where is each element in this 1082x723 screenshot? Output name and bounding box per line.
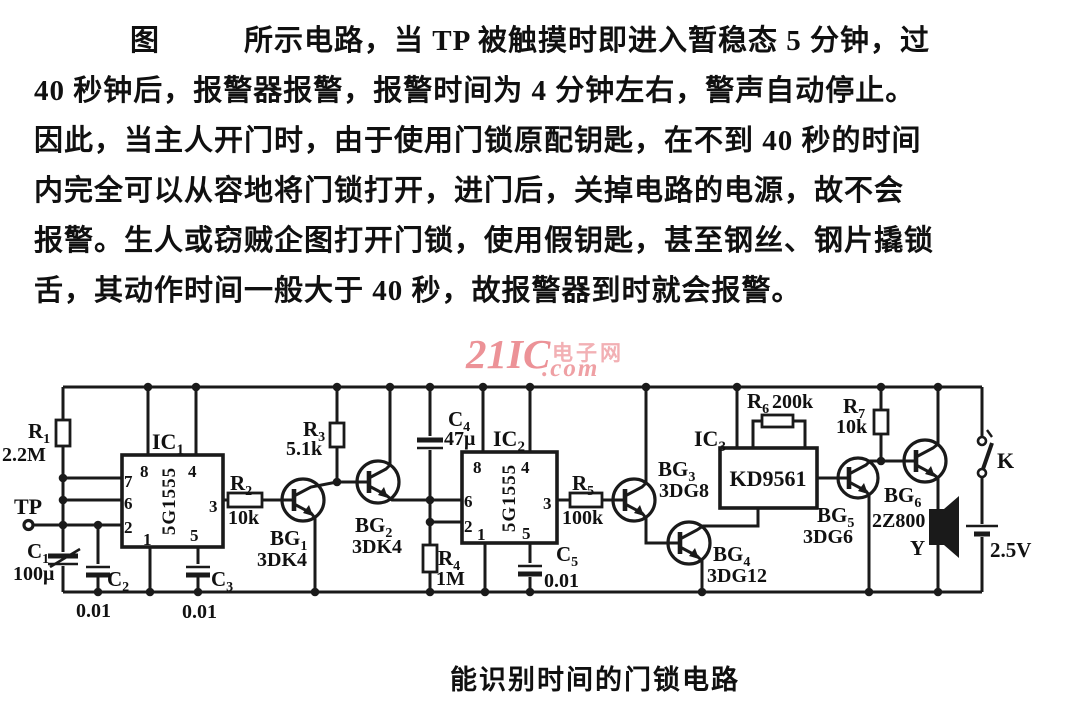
r3-value: 5.1k xyxy=(286,438,323,460)
bg1-type: 3DK4 xyxy=(257,549,307,571)
resistor-r4 xyxy=(421,543,439,574)
text-line-1: 图 所示电路，当 TP 被触摸时即进入暂稳态 5 分钟，过 xyxy=(34,16,1054,66)
text-line-1-rest: 所示电路，当 TP 被触摸时即进入暂稳态 5 分钟，过 xyxy=(244,25,930,57)
r1-label: R1 xyxy=(28,419,50,447)
battery-value: 2.5V xyxy=(990,538,1031,562)
bg4-label: BG4 xyxy=(713,542,750,570)
c4-label: C4 xyxy=(448,407,470,435)
c1-value: 100μ xyxy=(13,563,55,585)
bg5-type: 3DG6 xyxy=(803,526,853,548)
c3-label: C3 xyxy=(211,567,233,595)
r2-value: 10k xyxy=(228,507,260,529)
description-text: 图 所示电路，当 TP 被触摸时即进入暂稳态 5 分钟，过 40 秒钟后，报警器报… xyxy=(34,16,1054,316)
tp-label: TP xyxy=(14,494,42,519)
ic1-pin5: 5 xyxy=(190,526,199,545)
watermark-brand: 21IC xyxy=(466,331,551,377)
text-line-5: 报警。生人或窃贼企图打开门锁，使用假钥匙，甚至钢丝、钢片撬锁 xyxy=(34,225,935,257)
text-line-4: 内完全可以从容地将门锁打开，进门后，关掉电路的电源，故不会 xyxy=(34,175,905,207)
watermark-com: .com xyxy=(542,355,600,382)
r3-label: R3 xyxy=(303,417,325,445)
c2-value: 0.01 xyxy=(76,600,111,622)
ic1-pin4: 4 xyxy=(188,462,197,481)
switch-k xyxy=(976,387,994,524)
resistor-r1 xyxy=(54,418,72,448)
switch-label: K xyxy=(997,448,1014,473)
bg6-type: 2Z800 xyxy=(872,510,925,532)
resistor-r7 xyxy=(872,387,903,463)
figure-word: 图 xyxy=(130,25,161,57)
bg1-label: BG1 xyxy=(270,526,307,554)
ic2-pin6: 6 xyxy=(464,492,473,511)
r4-value: 1M xyxy=(436,568,465,590)
r5-label: R5 xyxy=(572,471,594,499)
resistor-r2 xyxy=(226,491,264,509)
bg5-label: BG5 xyxy=(817,503,854,531)
bg2-type: 3DK4 xyxy=(352,536,402,558)
bg2-label: BG2 xyxy=(355,513,392,541)
c4-value: 47μ xyxy=(444,428,476,450)
text-line-2: 40 秒钟后，报警器报警，报警时间为 4 分钟左右，警声自动停止。 xyxy=(34,75,916,107)
ic1-pin2: 2 xyxy=(124,518,133,537)
resistor-r5 xyxy=(568,491,604,509)
ic1-pin6: 6 xyxy=(124,494,133,513)
c2-label: C2 xyxy=(107,567,129,595)
ic1-label: IC1 xyxy=(152,429,184,458)
ic2-pin8: 8 xyxy=(473,458,482,477)
r2-label: R2 xyxy=(230,471,252,499)
speaker-icon xyxy=(929,496,959,558)
c5-value: 0.01 xyxy=(544,570,579,592)
r6-value: 200k xyxy=(772,391,814,413)
r6-label: R6 xyxy=(747,389,769,417)
ic2-pin3: 3 xyxy=(543,494,552,513)
r1-value: 2.2M xyxy=(2,444,46,466)
ic2-label: IC2 xyxy=(493,426,525,455)
bg3-label: BG3 xyxy=(658,457,695,485)
ic1-pin3: 3 xyxy=(209,497,218,516)
ic2-pin1: 1 xyxy=(477,525,486,544)
ic3-block xyxy=(718,387,838,510)
transistor-bg1 xyxy=(280,477,338,592)
transistor-bg5 xyxy=(836,456,881,592)
junction-dots xyxy=(58,382,943,597)
ic3-label: IC3 xyxy=(694,426,726,455)
ic2-pin4: 4 xyxy=(521,458,530,477)
c3-value: 0.01 xyxy=(182,601,217,623)
watermark: 21IC 电子网 .com xyxy=(466,334,646,386)
r7-label: R7 xyxy=(843,394,865,422)
bg4-type: 3DG12 xyxy=(707,565,767,587)
ic1-pin7: 7 xyxy=(124,472,133,491)
r4-label: R4 xyxy=(438,546,460,574)
c1-label: C1 xyxy=(27,539,49,567)
transistor-bg4 xyxy=(666,508,760,592)
ic1-block xyxy=(120,387,282,592)
resistor-r3 xyxy=(328,387,369,484)
text-line-6: 舌，其动作时间一般大于 40 秒，故报警器到时就会报警。 xyxy=(34,275,802,307)
ic2-part-number: 5G1555 xyxy=(499,464,520,532)
transistor-bg3 xyxy=(611,387,680,545)
watermark-chinese: 电子网 xyxy=(552,341,624,365)
speaker-label: Y xyxy=(910,536,925,560)
tp-terminal xyxy=(22,518,122,532)
text-line-3: 因此，当主人开门时，由于使用门锁原配钥匙，在不到 40 秒的时间 xyxy=(34,125,922,157)
ic2-block xyxy=(460,387,613,592)
ic1-pin8: 8 xyxy=(140,462,149,481)
r5-value: 100k xyxy=(562,507,604,529)
resistor-r6 xyxy=(760,413,795,429)
ic3-part-number: KD9561 xyxy=(730,466,807,491)
bg3-type: 3DG8 xyxy=(659,480,709,502)
r7-value: 10k xyxy=(836,416,868,438)
ic2-pin5: 5 xyxy=(522,524,531,543)
ic1-part-number: 5G1555 xyxy=(159,467,180,535)
figure-caption: 能识别时间的门锁电路 xyxy=(450,665,740,695)
ic1-pin1: 1 xyxy=(143,530,152,549)
left-rail xyxy=(48,387,81,592)
ic2-pin2: 2 xyxy=(464,517,473,536)
c5-label: C5 xyxy=(556,542,578,570)
bg6-label: BG6 xyxy=(884,483,921,511)
battery-symbol xyxy=(966,524,998,592)
